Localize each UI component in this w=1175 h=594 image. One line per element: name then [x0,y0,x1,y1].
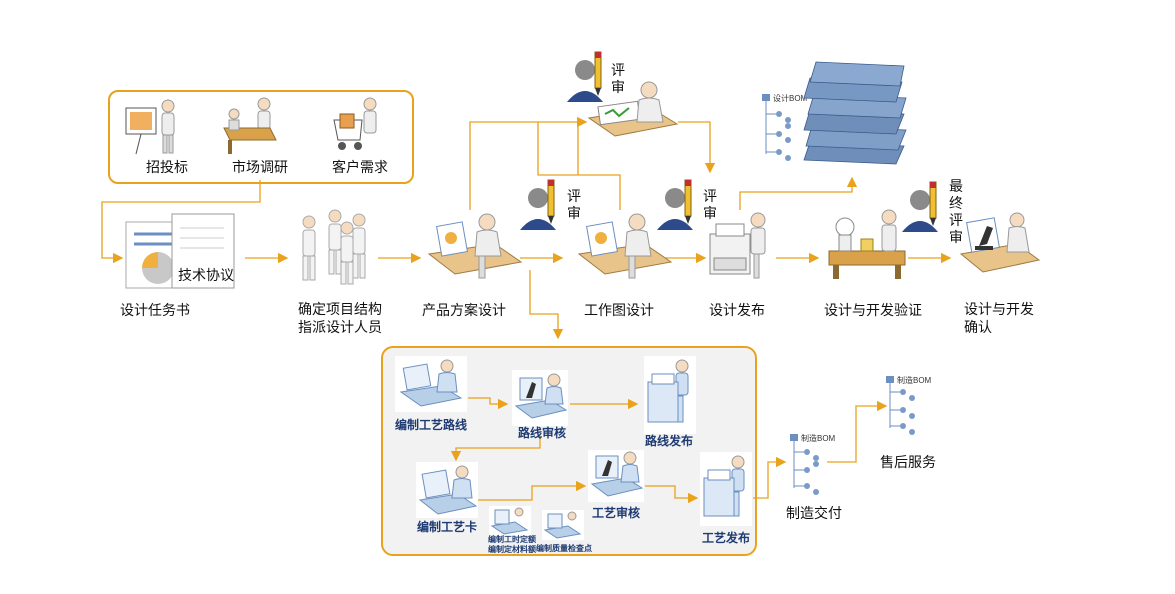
route-edit-icon [395,356,467,417]
labor-quota-icon [489,506,531,541]
review-mid1-char-2: 审 [567,205,581,221]
process-review-icon [588,450,644,507]
design-bom-label: 设计BOM [773,94,808,103]
dev-confirm-line-1: 设计与开发 [964,301,1034,317]
customer-cart-icon [330,96,390,161]
review-reviewer-icon [565,50,615,110]
dev-confirm-label: 设计与开发 确认 [964,300,1034,336]
product-design-desk-icon [425,208,525,293]
process-release-icon [700,452,752,531]
market-research-icon [220,96,280,161]
labor-quota-label: 编制工时定额 编制定材料额 [488,535,536,555]
card-edit-label: 编制工艺卡 [417,520,478,534]
bid-presenter-icon [124,96,184,161]
review-desk-icon [585,78,680,163]
quality-check-label: 编制质量检查点 [536,544,592,553]
design-bom-tree-icon [762,94,802,169]
mfg-bom-tree-icon-2 [886,372,926,445]
task-book-label: 设计任务书 [120,302,190,318]
mfg-bom-tree-icon-1 [790,430,830,505]
tech-agreement-label: 技术协议 [178,267,234,283]
market-label: 市场调研 [232,159,288,175]
bid-label: 招投标 [146,159,188,175]
review-mid2-icon [655,178,705,238]
task-book-doc-icon [124,212,239,297]
customer-label: 客户需求 [332,159,388,175]
printer-icon [706,208,776,293]
review-mid1-label: 评 审 [567,188,583,222]
route-review-icon [512,370,568,431]
labor-quota-line-2: 编制定材料额 [488,545,536,554]
work-drawing-label: 工作图设计 [584,302,654,318]
dev-confirm-line-2: 确认 [964,319,992,335]
review-final-char-1: 最 [949,178,963,194]
route-edit-label: 编制工艺路线 [395,418,468,432]
review-final-label: 最 终 评 审 [949,178,965,246]
delivery-label: 制造交付 [786,505,842,521]
process-release-label: 工艺发布 [702,531,751,545]
paper-stack-icon [800,60,910,180]
review-top-label: 评 审 [611,62,627,96]
work-drawing-desk-icon [575,208,675,293]
quality-check-icon [542,510,584,545]
after-sales-label: 售后服务 [880,454,936,470]
card-edit-icon [416,462,478,523]
design-release-label: 设计发布 [709,302,765,318]
mfg-bom-label-1: 制造BOM [801,434,836,443]
review-mid1-icon [518,178,568,238]
labor-quota-line-1: 编制工时定额 [488,535,536,544]
review-final-char-4: 审 [949,229,963,245]
microscope-desk-icon [957,208,1042,293]
review-mid2-char-2: 审 [703,205,717,221]
team-group-icon [295,208,375,293]
review-mid2-char-1: 评 [703,188,717,204]
review-final-char-2: 终 [949,195,963,211]
mfg-bom-label-2: 制造BOM [897,376,932,385]
product-design-label: 产品方案设计 [422,302,506,318]
lab-verify-icon [825,205,910,290]
review-mid2-label: 评 审 [703,188,719,222]
route-review-label: 路线审核 [518,426,567,440]
dev-verify-label: 设计与开发验证 [824,302,922,318]
review-final-char-3: 评 [949,212,963,228]
route-release-icon [644,356,696,439]
confirm-structure-line-2: 指派设计人员 [298,319,382,335]
review-top-char-1: 评 [611,62,625,78]
confirm-structure-label: 确定项目结构 指派设计人员 [298,300,382,336]
route-release-label: 路线发布 [645,434,694,448]
review-mid1-char-1: 评 [567,188,581,204]
review-final-icon [900,180,950,240]
review-top-char-2: 审 [611,79,625,95]
process-review-label: 工艺审核 [592,506,641,520]
confirm-structure-line-1: 确定项目结构 [298,301,382,317]
